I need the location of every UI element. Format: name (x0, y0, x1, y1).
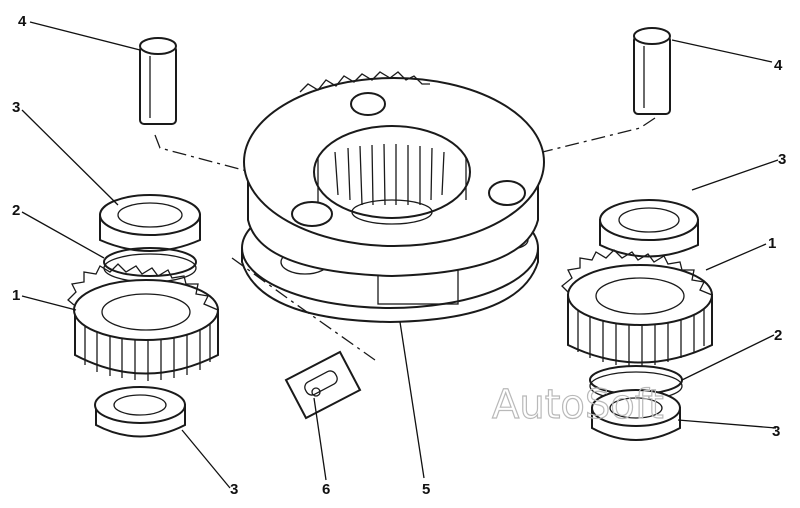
callout-carrier: 5 (422, 481, 430, 498)
lock-plate (284, 350, 362, 420)
callout-pin-right: 4 (774, 57, 783, 74)
callout-spacer-left: 2 (12, 202, 20, 219)
callout-spacer-right: 2 (774, 327, 782, 344)
callout-gear-left: 1 (12, 287, 20, 304)
callout-bearing-top-left: 3 (12, 99, 20, 116)
pin-left (139, 37, 177, 125)
callout-bearing-bottom-right: 3 (772, 423, 780, 440)
watermark: AutoSoft (492, 382, 664, 428)
pin-right (633, 27, 671, 115)
callout-gear-right: 1 (768, 235, 776, 252)
callout-pin-left: 4 (18, 13, 27, 30)
callout-labels: 4 4 3 3 2 1 1 2 3 3 6 5 (12, 13, 786, 498)
planet-carrier (241, 71, 545, 324)
leader-lines (21, 21, 779, 489)
left-planet-stack (67, 194, 219, 438)
callout-lock-plate: 6 (322, 481, 330, 498)
callout-bearing-bottom-left: 3 (230, 481, 238, 498)
callout-bearing-top-right: 3 (778, 151, 786, 168)
